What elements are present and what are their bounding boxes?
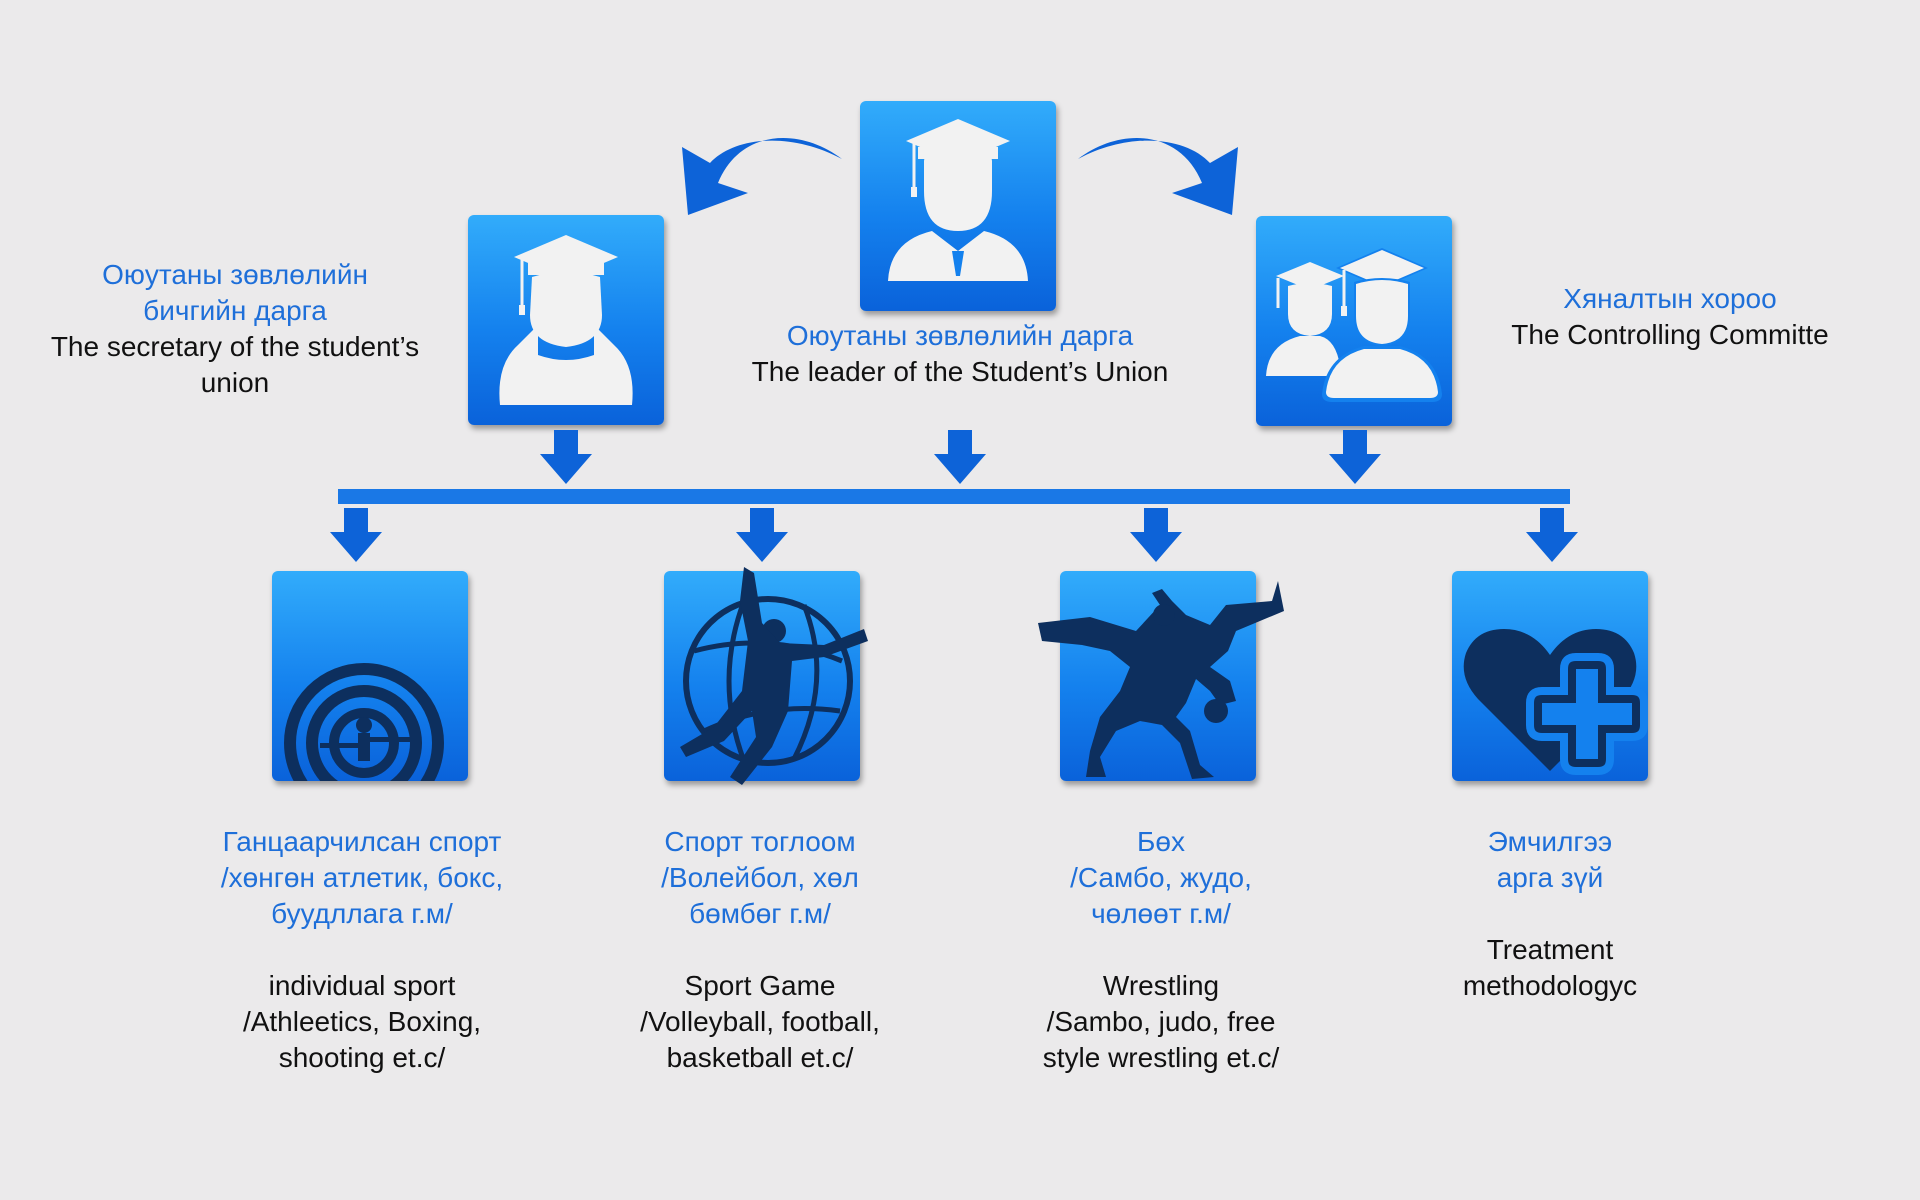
committee-label: Хяналтын хороо The Controlling Committe — [1470, 281, 1870, 353]
treatment-label: Эмчилгээ арга зүй Treatment methodologyc — [1370, 824, 1730, 1004]
down-arrow-icon — [934, 430, 986, 484]
branch-title-mn: Эмчилгээ арга зүй — [1487, 826, 1613, 893]
sport-game-label: Спорт тоглоом /Волейбол, хөл бөмбөг г.м/… — [580, 824, 940, 1076]
branch-title-en: Treatment methodologyc — [1462, 934, 1638, 1001]
graduate-male-icon — [888, 119, 1028, 281]
committee-title-mn: Хяналтын хороо — [1563, 283, 1777, 314]
wrestling-label: Бөх /Самбо, жудо, чөлөөт г.м/ Wrestling … — [981, 824, 1341, 1076]
branch-title-mn: Спорт тоглоом /Волейбол, хөл бөмбөг г.м/ — [661, 826, 859, 929]
branch-title-mn: Ганцаарчилсан спорт /хөнгөн атлетик, бок… — [220, 826, 504, 929]
treatment-tile — [1452, 571, 1648, 781]
secretary-title-mn: Оюутаны зөвлөлийн бичгийн дарга — [102, 259, 368, 326]
down-arrow-icon — [1526, 508, 1578, 562]
shooting-target-icon — [284, 663, 444, 781]
heart-plus-icon — [1463, 629, 1648, 775]
branch-title-en: individual sport /Athleetics, Boxing, sh… — [242, 970, 482, 1073]
leader-title-mn: Оюутаны зөвлөлийн дарга — [786, 320, 1134, 351]
branch-title-mn: Бөх /Самбо, жудо, чөлөөт г.м/ — [1070, 826, 1252, 929]
leader-title-en: The leader of the Student’s Union — [751, 356, 1169, 387]
down-arrow-icon — [1130, 508, 1182, 562]
curved-arrow-right-icon — [1078, 138, 1238, 215]
down-arrow-icon — [330, 508, 382, 562]
sport-game-tile — [664, 567, 868, 785]
leader-tile — [860, 101, 1056, 311]
secretary-title-en: The secretary of the student’s union — [50, 331, 420, 398]
secretary-tile — [468, 215, 664, 425]
committee-tile — [1256, 216, 1452, 426]
connector-bar — [338, 489, 1570, 504]
curved-arrow-left-icon — [682, 138, 842, 215]
individual-sport-label: Ганцаарчилсан спорт /хөнгөн атлетик, бок… — [182, 824, 542, 1076]
wrestling-tile — [1038, 571, 1284, 781]
graduate-female-icon — [499, 235, 633, 405]
down-arrow-icon — [1329, 430, 1381, 484]
branch-title-en: Wrestling /Sambo, judo, free style wrest… — [1042, 970, 1280, 1073]
down-arrow-icon — [540, 430, 592, 484]
wrestlers-icon — [1038, 581, 1284, 779]
branch-title-en: Sport Game /Volleyball, football, basket… — [640, 970, 880, 1073]
individual-sport-tile — [272, 571, 468, 781]
volleyball-player-icon — [680, 567, 868, 785]
leader-label: Оюутаны зөвлөлийн дарга The leader of th… — [700, 318, 1220, 390]
committee-title-en: The Controlling Committe — [1511, 319, 1829, 350]
secretary-label: Оюутаны зөвлөлийн бичгийн дарга The secr… — [20, 257, 450, 401]
down-arrow-icon — [736, 508, 788, 562]
graduate-group-icon — [1266, 248, 1442, 402]
